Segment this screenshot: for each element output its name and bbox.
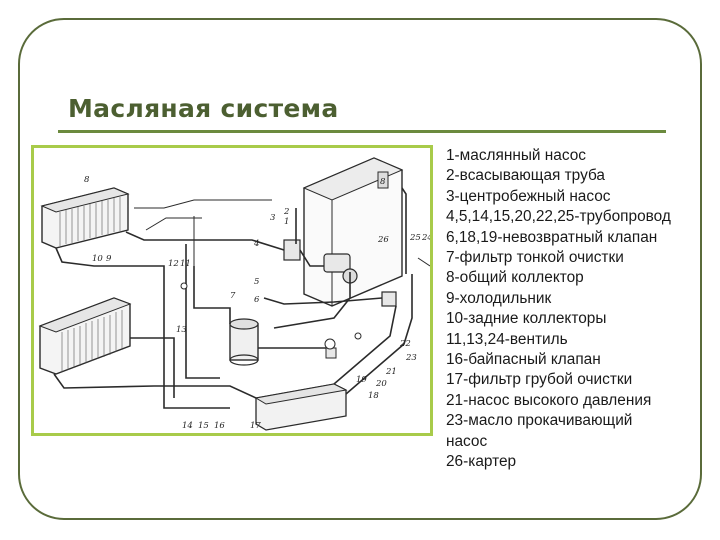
oil-system-drawing: 8 10 9 12 11 13 4 3 2 1 5 6 7 25 24 26 2… <box>38 157 430 431</box>
callout-26: 26 <box>377 235 389 245</box>
legend-item: 6,18,19-невозвратный клапан <box>446 228 658 246</box>
oil-tank <box>302 157 404 307</box>
slide-title: Масляная система <box>68 94 339 123</box>
callout-13: 13 <box>176 325 187 335</box>
callout-12: 12 <box>168 259 179 269</box>
legend-item: 2-всасывающая труба <box>446 167 605 185</box>
callout-11: 11 <box>180 259 191 269</box>
legend-item: насос <box>446 432 488 450</box>
callout-15: 15 <box>198 421 209 431</box>
callout-20: 20 <box>375 379 387 389</box>
callout-6: 6 <box>254 295 260 305</box>
callout-9: 9 <box>106 254 112 264</box>
legend-list: 1-маслянный насос 2-всасывающая труба 3-… <box>446 146 706 473</box>
callout-16: 16 <box>214 421 225 431</box>
callout-7: 7 <box>230 291 236 301</box>
callout-18: 18 <box>368 391 379 401</box>
callout-4: 4 <box>253 239 259 249</box>
legend-item: 9-холодильник <box>446 289 552 307</box>
legend-item: 11,13,24-вентиль <box>446 330 568 348</box>
legend-item: 4,5,14,15,20,22,25-трубопровод <box>446 208 671 226</box>
legend-item: 26-картер <box>446 453 517 471</box>
legend-item: 21-насос высокого давления <box>446 391 652 409</box>
legend-item: 16-байпасный клапан <box>446 351 601 369</box>
callout-8-tank: 8 <box>380 177 386 187</box>
title-divider <box>58 130 666 133</box>
callout-25: 25 <box>409 233 421 243</box>
fine-filter <box>229 318 259 366</box>
callout-2: 2 <box>283 207 289 217</box>
legend-item: 8-общий коллектор <box>446 269 584 287</box>
legend-item: 10-задние коллекторы <box>446 310 607 328</box>
legend-item: 7-фильтр тонкой очистки <box>446 249 624 267</box>
lower-radiator <box>38 297 132 375</box>
upper-radiator <box>40 187 130 249</box>
callout-19: 19 <box>356 375 367 385</box>
coarse-filter <box>254 383 348 431</box>
callout-3: 3 <box>270 213 275 223</box>
callout-21: 21 <box>385 367 397 377</box>
callout-labels: 8 10 9 12 11 13 4 3 2 1 5 6 7 25 24 26 2… <box>84 175 430 431</box>
callout-14: 14 <box>182 421 193 431</box>
callout-5: 5 <box>254 277 259 287</box>
pipe-network <box>53 187 430 409</box>
callout-8: 8 <box>84 175 90 185</box>
callout-24: 24 <box>421 233 430 243</box>
callout-1: 1 <box>284 217 289 227</box>
callout-22: 22 <box>399 339 411 349</box>
callout-17: 17 <box>250 421 261 431</box>
legend-item: 3-центробежный насос <box>446 187 611 205</box>
callout-23: 23 <box>405 353 417 363</box>
legend-item: 1-маслянный насос <box>446 147 586 164</box>
pump-assembly <box>283 239 397 359</box>
legend-item: 23-масло прокачивающий <box>446 412 633 430</box>
legend-item: 17-фильтр грубой очистки <box>446 371 633 389</box>
oil-system-diagram: 8 10 9 12 11 13 4 3 2 1 5 6 7 25 24 26 2… <box>31 145 433 436</box>
callout-10: 10 <box>92 254 103 264</box>
